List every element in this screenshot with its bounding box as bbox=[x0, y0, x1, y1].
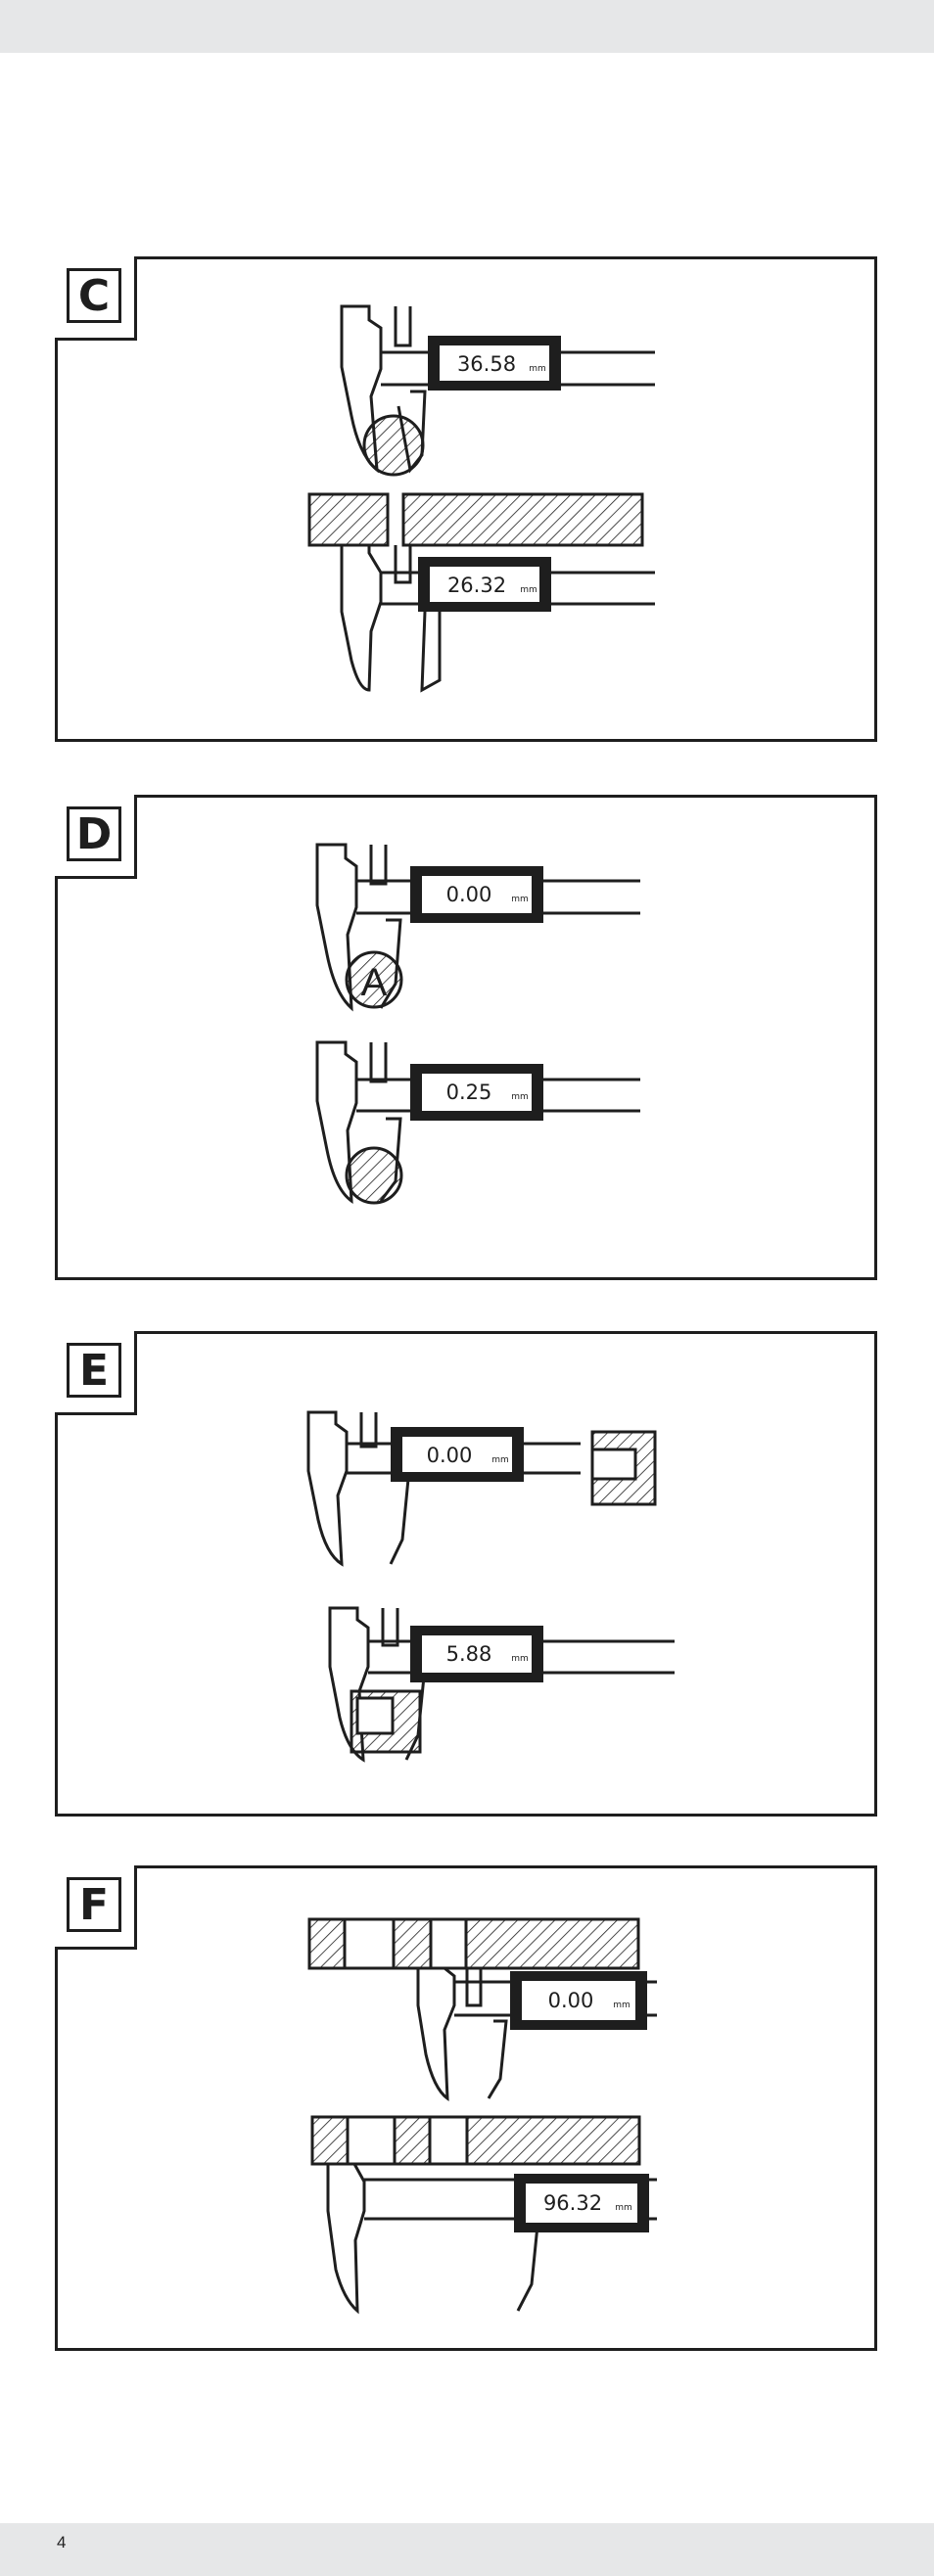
plate-segment bbox=[307, 1917, 347, 1970]
workpiece-left bbox=[307, 492, 390, 547]
plate-hole bbox=[429, 1917, 468, 1970]
panel-label-tab: F bbox=[55, 1865, 137, 1950]
reading-value: 26.32 bbox=[447, 574, 506, 597]
lcd-screen bbox=[422, 1635, 532, 1673]
reading-unit: mm bbox=[613, 2001, 630, 2010]
header-bar bbox=[0, 0, 934, 53]
reading-value: 96.32 bbox=[543, 2191, 602, 2215]
panel-label-tab: E bbox=[55, 1331, 137, 1415]
panel-label-tab: D bbox=[55, 795, 137, 879]
calibration-object bbox=[345, 950, 403, 1009]
figure-panel-d: D A 0.00 mm bbox=[55, 795, 877, 1280]
lcd-screen bbox=[522, 1981, 635, 2020]
panel-label-tab: C bbox=[55, 256, 137, 341]
plate-hole bbox=[346, 2115, 397, 2166]
plate-hole bbox=[428, 2115, 469, 2166]
lcd-screen bbox=[440, 345, 549, 381]
figure-panel-f: F 0.00 mm bbox=[55, 1865, 877, 2351]
reading-value: 0.00 bbox=[446, 883, 492, 906]
figure-panel-e: E 0.00 mm bbox=[55, 1331, 877, 1817]
square-hole bbox=[355, 1696, 395, 1735]
round-object bbox=[345, 1146, 403, 1205]
reading-unit: mm bbox=[511, 1092, 529, 1102]
reading-value: 36.58 bbox=[457, 352, 516, 376]
footer-bar bbox=[0, 2523, 934, 2576]
lcd-screen bbox=[422, 876, 532, 913]
caliper-diagram-c: 36.58 mm 26.32 mm bbox=[307, 304, 655, 693]
lcd-screen bbox=[526, 2184, 637, 2223]
reading-value: 0.00 bbox=[548, 1989, 594, 2012]
panel-label-f: F bbox=[67, 1877, 121, 1932]
caliper-diagram-f: 0.00 mm 96.32 mm bbox=[307, 1917, 657, 2315]
reading-value: 0.25 bbox=[446, 1081, 492, 1104]
plate-segment bbox=[392, 1917, 433, 1970]
reading-unit: mm bbox=[491, 1455, 509, 1465]
reading-unit: mm bbox=[520, 585, 537, 595]
plate-segment bbox=[465, 2115, 641, 2166]
reading-unit: mm bbox=[511, 1654, 529, 1664]
marker-a: A bbox=[361, 961, 388, 1004]
plate-segment bbox=[393, 2115, 432, 2166]
reading-unit: mm bbox=[511, 895, 529, 904]
round-object bbox=[362, 414, 425, 477]
reading-value: 5.88 bbox=[446, 1642, 492, 1666]
workpiece-bore bbox=[590, 1448, 637, 1481]
lcd-screen bbox=[422, 1074, 532, 1111]
reading-value: 0.00 bbox=[427, 1444, 473, 1467]
figure-panel-c: C 36.58 mm bbox=[55, 256, 877, 742]
lcd-screen bbox=[402, 1437, 512, 1472]
lcd-screen bbox=[430, 567, 539, 602]
panel-label-c: C bbox=[67, 268, 121, 323]
caliper-diagram-e: 0.00 mm 5.88 mm bbox=[306, 1410, 675, 1763]
reading-unit: mm bbox=[615, 2203, 632, 2213]
workpiece-right bbox=[401, 492, 644, 547]
reading-unit: mm bbox=[529, 364, 546, 374]
plate-segment bbox=[310, 2115, 350, 2166]
caliper-diagram-d: A 0.00 mm 0.25 mm bbox=[315, 843, 640, 1205]
plate-segment bbox=[464, 1917, 640, 1970]
plate-hole bbox=[343, 1917, 396, 1970]
page-number: 4 bbox=[57, 2533, 67, 2552]
panel-label-d: D bbox=[67, 806, 121, 861]
panel-label-e: E bbox=[67, 1343, 121, 1398]
